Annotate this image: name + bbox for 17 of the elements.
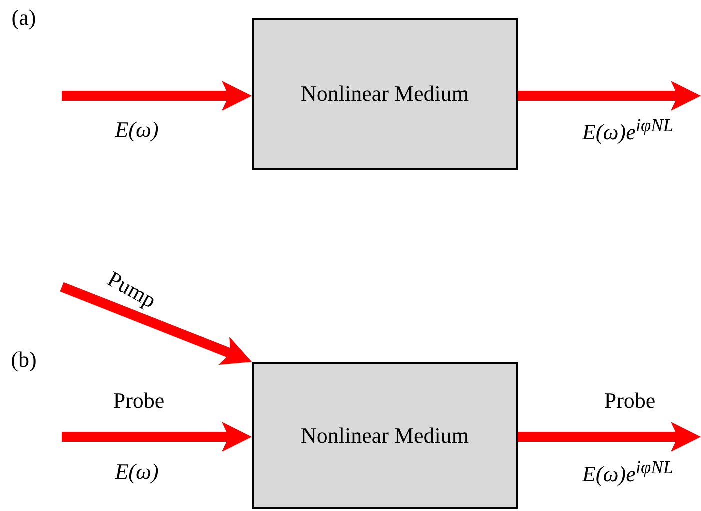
edge-label: Probe (604, 390, 656, 412)
edge-label: E(ω)e$^{iφNL}$ (582, 116, 674, 144)
box-label: Nonlinear Medium (300, 81, 470, 107)
arrow (62, 81, 252, 111)
panel-label: (a) (12, 7, 36, 29)
arrow (518, 81, 701, 111)
box-label: Nonlinear Medium (300, 422, 470, 448)
medium-box (252, 18, 518, 170)
arrow (62, 422, 252, 452)
edge-label: Probe (113, 390, 165, 412)
medium-box (252, 362, 518, 509)
arrow (60, 282, 252, 365)
field-label: E(ω)e$^{iφNL}$ (582, 458, 674, 486)
edge-label: E(ω) (115, 119, 159, 141)
arrow (518, 422, 701, 452)
field-label: E(ω) (115, 461, 159, 483)
panel-label: (b) (11, 349, 37, 371)
